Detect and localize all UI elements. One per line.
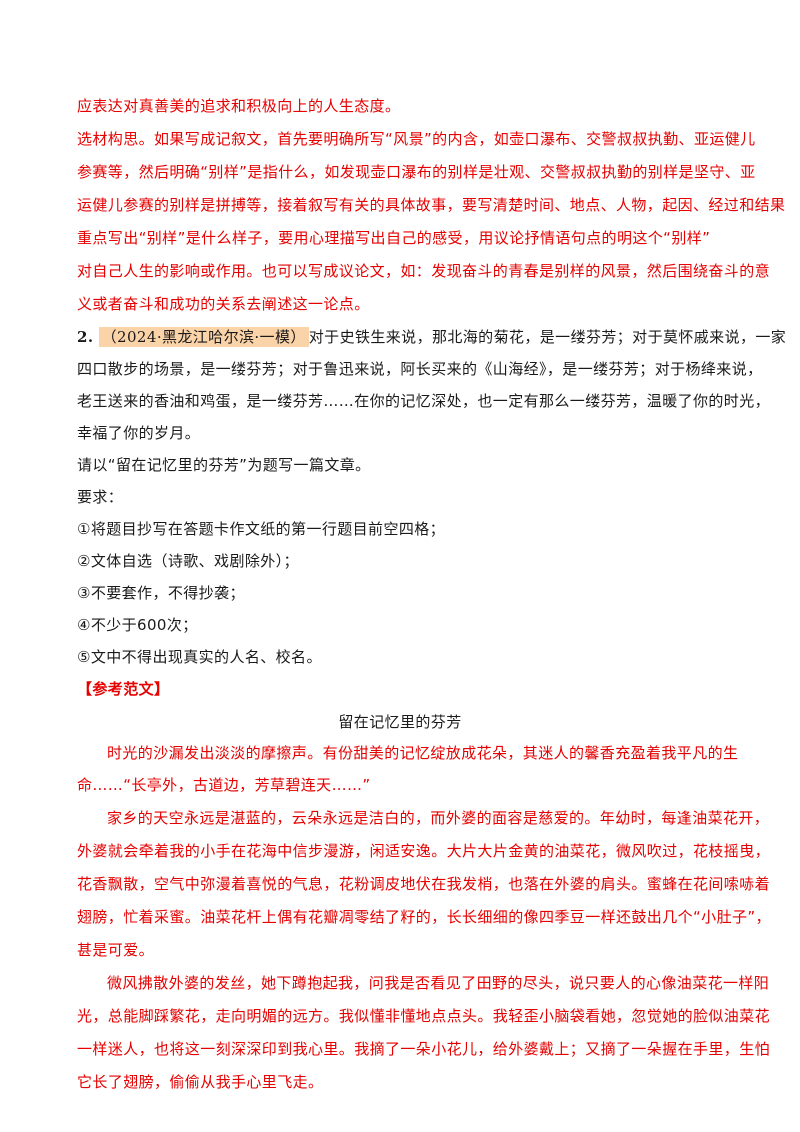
- question-source-tag: （2024·黑龙江哈尔滨·一模）: [98, 327, 309, 347]
- sample-line: 一样迷人，也将这一刻深深印到我心里。我摘了一朵小花儿，给外婆戴上；又摘了一朵握在…: [77, 1040, 771, 1058]
- question-prompt-line: 四口散步的场景，是一缕芬芳；对于鲁迅来说，阿长买来的《山海经》，是一缕芬芳；对于…: [77, 360, 763, 378]
- analysis-line: 选材构思。如果写成记叙文，首先要明确所写“风景”的内含，如壶口瀑布、交警叔叔执勤…: [77, 130, 756, 148]
- analysis-line: 重点写出“别样”是什么样子，要用心理描写出自己的感受，用议论抒情语句点的明这个“…: [77, 229, 711, 247]
- sample-label: 【参考范文】: [77, 680, 170, 698]
- sample-line: 命……“长亭外，古道边，芳草碧连天……”: [77, 776, 371, 794]
- question-prompt-first-line: 2. （2024·黑龙江哈尔滨·一模）对于史铁生来说，那北海的菊花，是一缕芬芳；…: [77, 327, 786, 347]
- requirement-item: ③不要套作，不得抄袭；: [77, 584, 245, 602]
- question-prompt-line: 老王送来的香油和鸡蛋，是一缕芬芳……在你的记忆深处，也一定有那么一缕芬芳，温暖了…: [77, 392, 771, 410]
- sample-line: 甚是可爱。: [77, 941, 155, 959]
- question-number: 2.: [77, 328, 94, 346]
- sample-line: 时光的沙漏发出淡淡的摩擦声。有份甜美的记忆绽放成花朵，其迷人的馨香充盈着我平凡的…: [107, 744, 739, 762]
- sample-line: 光，总能脚踩繁花，走向明媚的远方。我似懂非懂地点点头。我轻歪小脑袋看她，忽觉她的…: [77, 1007, 771, 1025]
- analysis-line: 对自己人生的影响或作用。也可以写成议论文，如：发现奋斗的青春是别样的风景，然后围…: [77, 262, 771, 280]
- analysis-line: 应表达对真善美的追求和积极向上的人生态度。: [77, 97, 401, 115]
- requirement-item: ④不少于600次；: [77, 616, 198, 634]
- sample-line: 家乡的天空永远是湛蓝的，云朵永远是洁白的，而外婆的面容是慈爱的。年幼时，每逢油菜…: [107, 809, 770, 827]
- sample-title: 留在记忆里的芬芳: [338, 713, 462, 731]
- analysis-line: 义或者奋斗和成功的关系去阐述这一论点。: [77, 295, 370, 313]
- analysis-line: 参赛等，然后明确“别样”是指什么，如发现壶口瀑布的别样是壮观、交警叔叔执勤的别样…: [77, 163, 756, 181]
- analysis-line: 运健儿参赛的别样是拼搏等，接着叙写有关的具体故事，要写清楚时间、地点、人物，起因…: [77, 196, 786, 214]
- question-prompt-text: 对于史铁生来说，那北海的菊花，是一缕芬芳；对于莫怀戚来说，一家: [308, 328, 787, 346]
- question-instruction: 请以“留在记忆里的芬芳”为题写一篇文章。: [77, 456, 371, 474]
- requirement-item: ②文体自选（诗歌、戏剧除外）；: [77, 552, 299, 570]
- requirement-item: ①将题目抄写在答题卡作文纸的第一行题目前空四格；: [77, 520, 446, 538]
- sample-line: 它长了翅膀，偷偷从我手心里飞走。: [77, 1073, 324, 1091]
- sample-line: 花香飘散，空气中弥漫着喜悦的气息，花粉调皮地伏在我发梢，也落在外婆的肩头。蜜蜂在…: [77, 875, 771, 893]
- requirement-item: ⑤文中不得出现真实的人名、校名。: [77, 648, 322, 666]
- question-prompt-line: 幸福了你的岁月。: [77, 424, 201, 442]
- sample-line: 外婆就会牵着我的小手在花海中信步漫游，闲适安逸。大片大片金黄的油菜花，微风吹过，…: [77, 842, 771, 860]
- requirements-label: 要求：: [77, 488, 124, 506]
- sample-line: 微风拂散外婆的发丝，她下蹲抱起我，问我是否看见了田野的尽头，说只要人的心像油菜花…: [107, 974, 770, 992]
- sample-line: 翅膀，忙着采蜜。油菜花杆上偶有花瓣凋零结了籽的，长长细细的像四季豆一样还鼓出几个…: [77, 908, 771, 926]
